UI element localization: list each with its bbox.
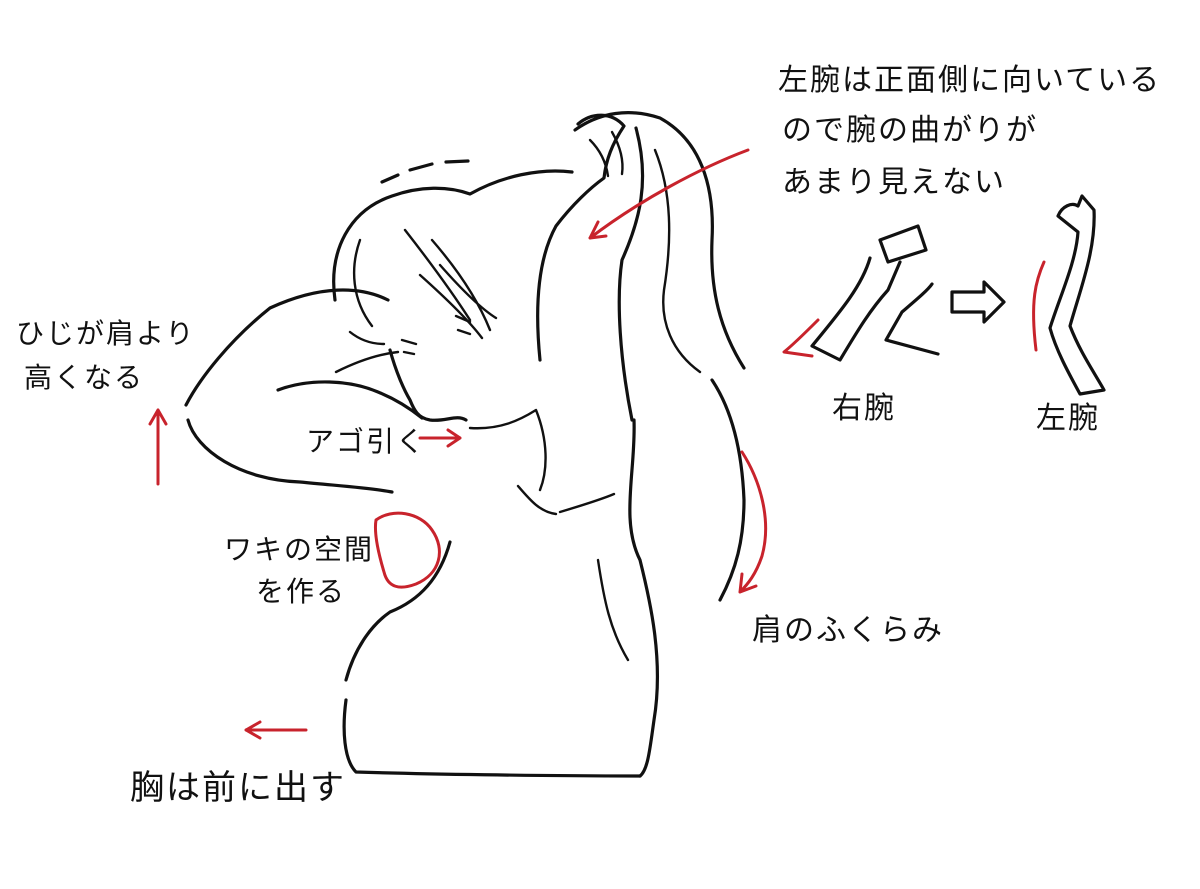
right-arm-label: 右腕 [832, 391, 896, 426]
left-arm-note-line1: 左腕は正面側に向いている [778, 63, 1162, 98]
chest-arrow [244, 720, 308, 740]
hair-side [352, 238, 374, 328]
neck [468, 408, 547, 492]
ponytail [573, 111, 746, 370]
left-arm-note-line2: ので腕の曲がりが [782, 113, 1038, 148]
cheek-lines [348, 330, 386, 346]
bent-arm-upper [184, 288, 390, 407]
left-arm-note-line3: あまり見えない [782, 165, 1006, 200]
left-arm-diagram [1048, 194, 1106, 396]
arm-diagrams [810, 194, 1106, 396]
face-profile [388, 348, 468, 422]
chin-note: アゴ引く [306, 425, 427, 458]
torso-back [628, 418, 660, 778]
torso-front [342, 698, 642, 778]
torso-armpit [344, 540, 452, 682]
chest-note: 胸は前に出す [130, 768, 346, 808]
left-arm-label: 左腕 [1036, 401, 1100, 436]
armpit-note-line1: ワキの空間 [224, 533, 375, 566]
torso-left [186, 418, 394, 494]
shoulder-arrow [738, 450, 768, 594]
elbow-up-arrow [148, 408, 168, 486]
right-arm-diagram [810, 224, 940, 362]
chin-arrow [418, 428, 462, 448]
armpit-space [374, 511, 441, 589]
hand-fingers [588, 130, 624, 178]
bent-arm-lower [276, 380, 424, 420]
shoulder-blade [596, 558, 630, 662]
figure-drawing [184, 111, 746, 778]
right-arm-bracket [782, 318, 820, 358]
hair-top-dashes [380, 159, 470, 184]
left-arm-red-line [1032, 260, 1046, 352]
eye [400, 314, 472, 356]
shoulder-back [710, 378, 746, 602]
guide-marks [148, 148, 1046, 740]
elbow-note-line1: ひじが肩より [16, 317, 196, 350]
ponytail-inner [653, 148, 702, 374]
left-arm-arrow [588, 148, 750, 240]
forearm-back [334, 350, 400, 374]
raised-arm-inner [617, 126, 645, 422]
transition-arrow [950, 280, 1006, 324]
collar [516, 484, 616, 516]
shoulder-note: 肩のふくらみ [752, 613, 944, 648]
hair-strands [403, 228, 498, 340]
raised-arm-outer [536, 113, 626, 362]
hair-outline [332, 169, 574, 302]
armpit-note-line2: を作る [256, 575, 347, 608]
elbow-note-line2: 高くなる [24, 361, 145, 394]
